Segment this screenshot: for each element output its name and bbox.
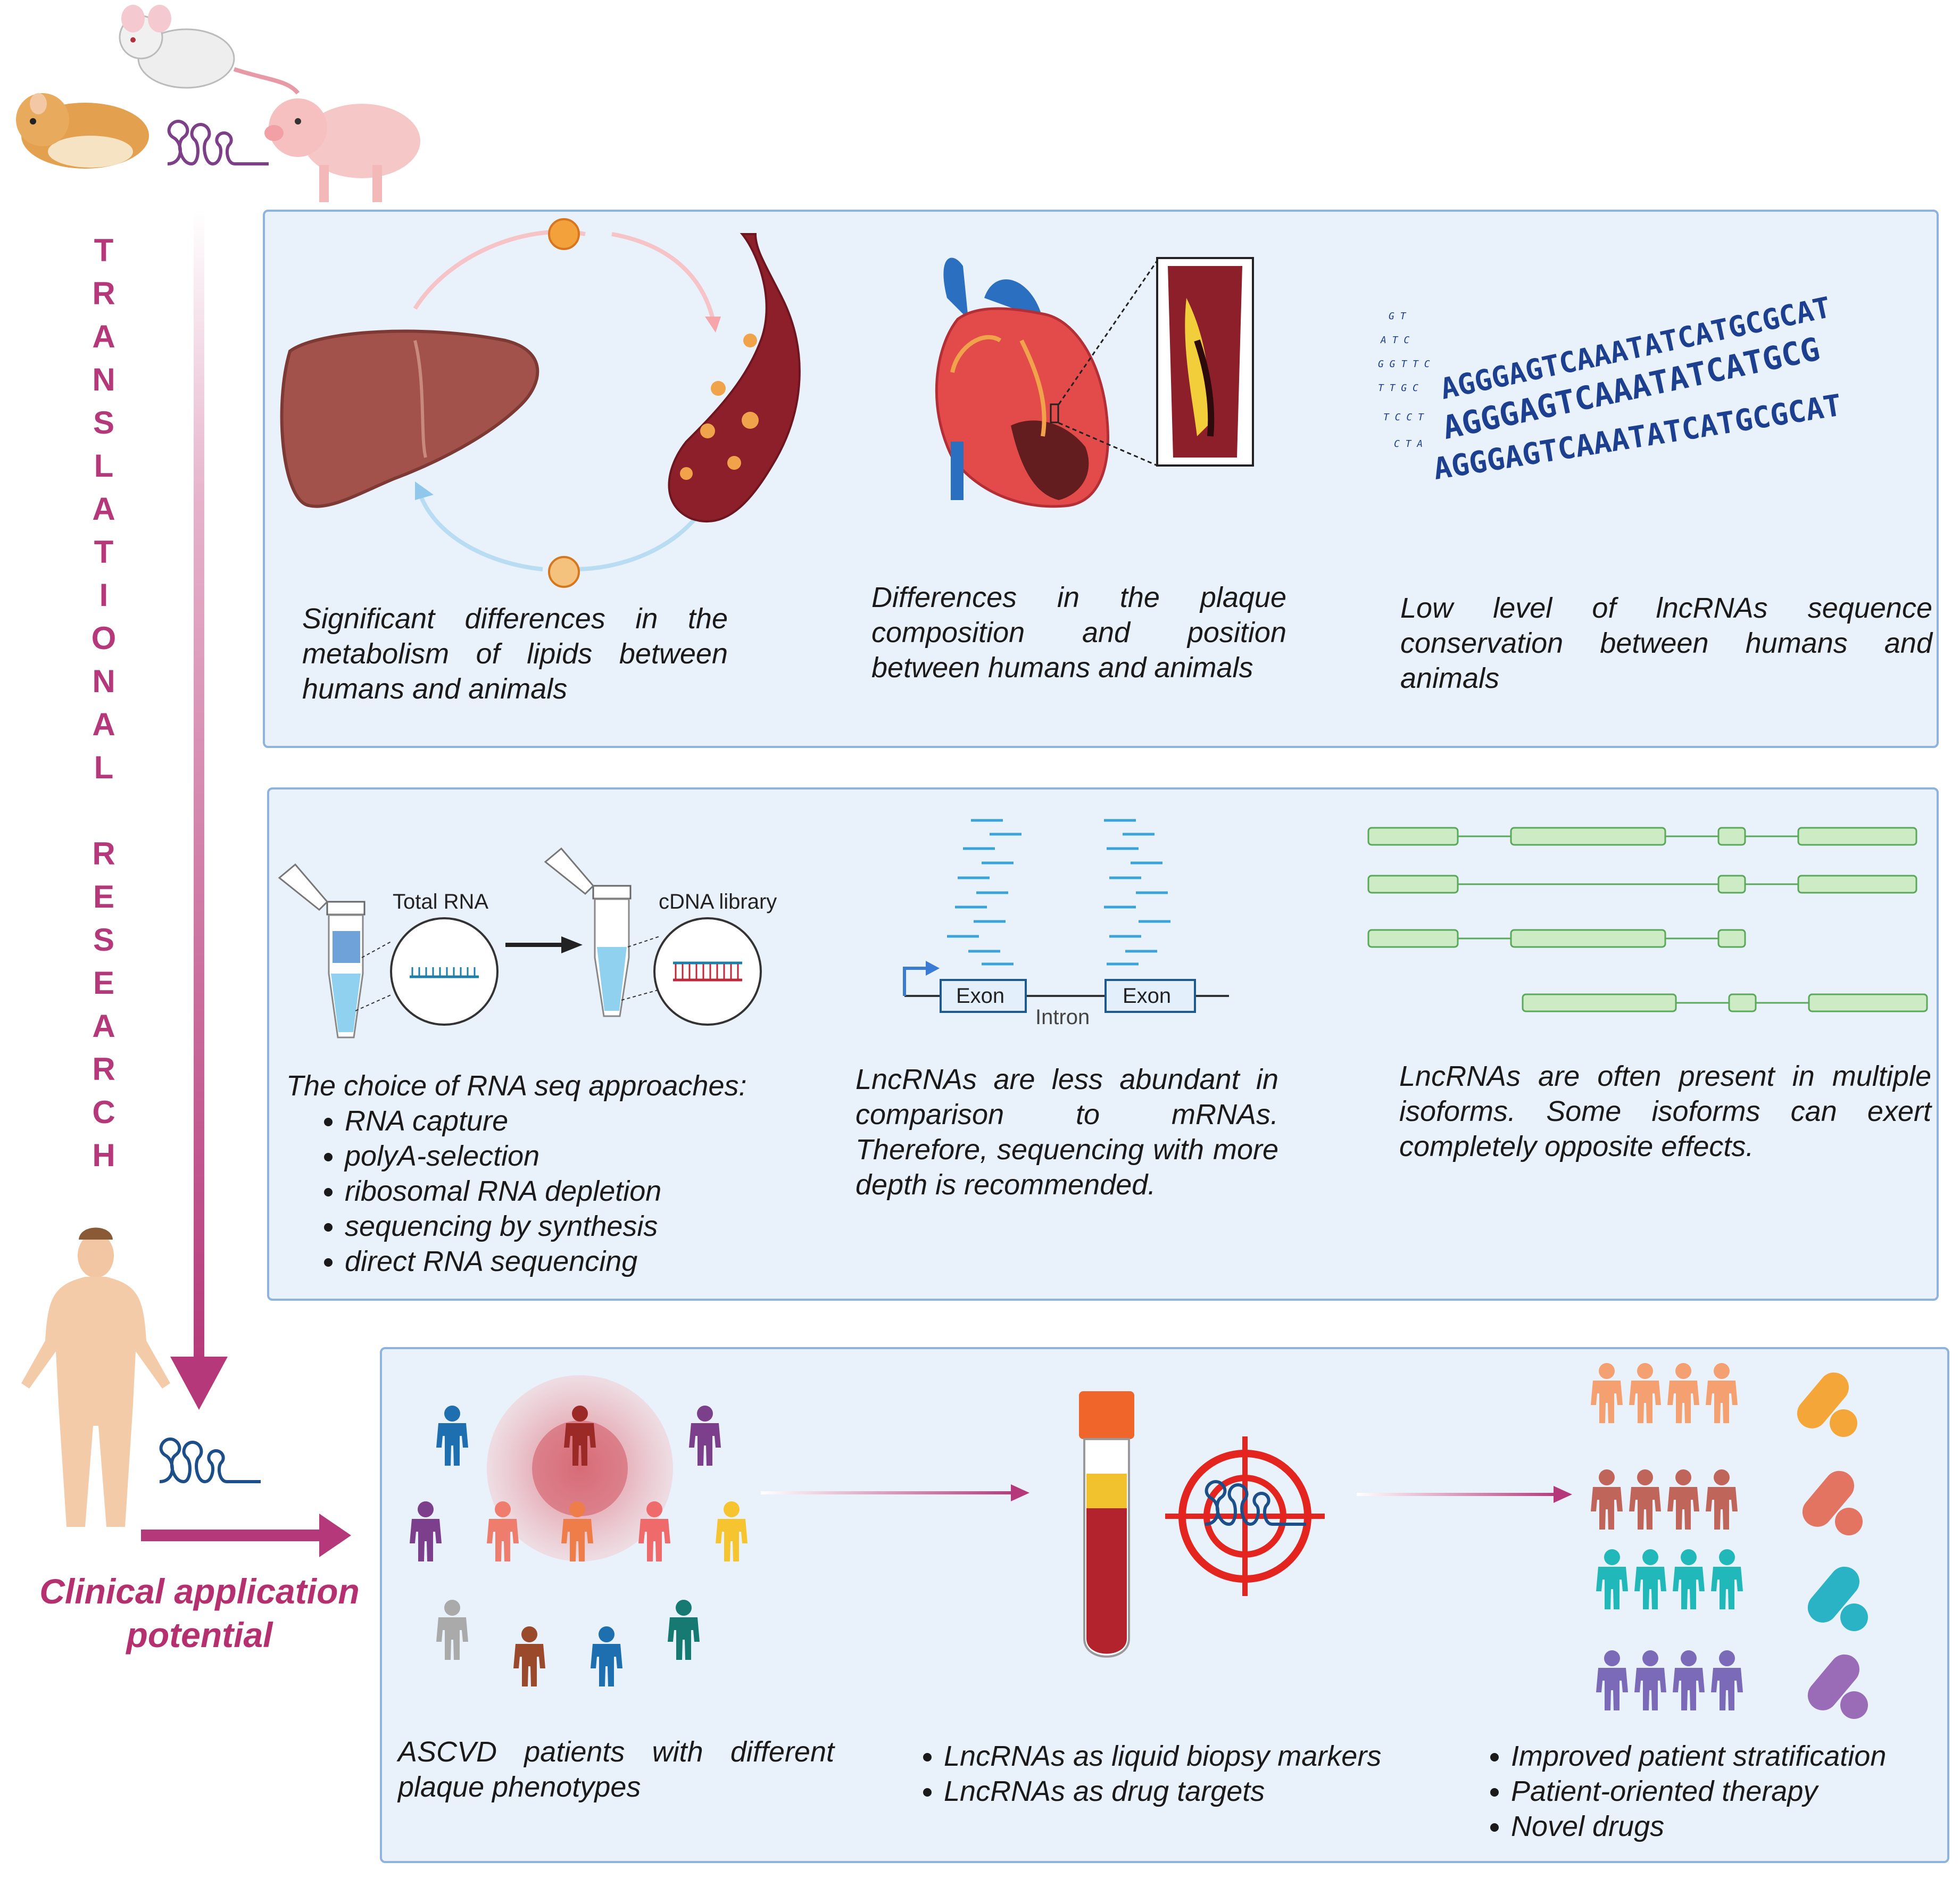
- outcome-item: Novel drugs: [1511, 1809, 1958, 1844]
- svg-text:C T A: C T A: [1394, 438, 1423, 450]
- abundance-caption: LncRNAs are less abundant in comparison …: [856, 1063, 1278, 1201]
- approach-item: direct RNA sequencing: [345, 1244, 808, 1279]
- patient-groups-illustration: [1591, 1363, 1868, 1719]
- patients-illustration: [410, 1375, 748, 1686]
- hamster-icon: [16, 93, 149, 169]
- cdna-library-label: cDNA library: [659, 890, 777, 913]
- approach-item: sequencing by synthesis: [345, 1209, 808, 1244]
- blood-tube-illustration: [1079, 1391, 1134, 1658]
- isoforms-caption: LncRNAs are often present in multiple is…: [1399, 1060, 1931, 1162]
- sequence-conservation-caption: Low level of lncRNAs sequence conservati…: [1400, 592, 1932, 694]
- svg-text:G G T T C: G G T T C: [1378, 359, 1430, 370]
- biopsy-item: LncRNAs as drug targets: [944, 1774, 1474, 1809]
- outcome-item: Improved patient stratification: [1511, 1739, 1958, 1774]
- total-rna-label: Total RNA: [393, 890, 489, 913]
- rna-seq-approaches-title: The choice of RNA seq approaches:: [286, 1070, 747, 1102]
- arrow-biopsy-to-outcomes: [1357, 1486, 1572, 1503]
- clinical-arrow: [141, 1514, 351, 1557]
- rna-seq-approaches: The choice of RNA seq approaches: RNA ca…: [286, 1068, 808, 1279]
- dna-sequence-illustration: G T A T C G G T T C T T G C T C C T C T …: [1378, 311, 1430, 450]
- exon-2-label: Exon: [1123, 984, 1172, 1008]
- svg-text:A T C: A T C: [1380, 335, 1409, 346]
- clinical-application-label: Clinical application potential: [39, 1572, 360, 1655]
- approach-item: polyA-selection: [345, 1139, 808, 1174]
- lipid-metabolism-caption: Significant differences in the metabolis…: [302, 603, 728, 705]
- lipid-cycle-illustration: [280, 218, 801, 588]
- pig-icon: [264, 98, 420, 202]
- exon-read-coverage-illustration: [903, 819, 1229, 1013]
- rna-seq-workflow-illustration: [278, 847, 762, 1038]
- svg-text:T C C T: T C C T: [1383, 412, 1424, 423]
- translational-arrow: [170, 210, 228, 1410]
- outcome-item: Patient-oriented therapy: [1511, 1774, 1958, 1809]
- arrow-patients-to-biopsy: [761, 1484, 1029, 1501]
- mouse-icon: [119, 5, 300, 95]
- human-figure-icon: [21, 1227, 170, 1527]
- lncrna-top-icon: [168, 121, 269, 164]
- heart-plaque-illustration: [935, 257, 1254, 508]
- exon-1-label: Exon: [956, 984, 1005, 1008]
- svg-text:T T G C: T T G C: [1378, 383, 1418, 394]
- intron-label: Intron: [1035, 1006, 1090, 1029]
- approach-item: ribosomal RNA depletion: [345, 1174, 808, 1209]
- plaque-composition-caption: Differences in the plaque composition an…: [871, 581, 1286, 684]
- approach-item: RNA capture: [345, 1103, 808, 1139]
- outcomes-list: Improved patient stratification Patient-…: [1458, 1739, 1958, 1844]
- drug-target-icon: [1165, 1436, 1325, 1596]
- biopsy-item: LncRNAs as liquid biopsy markers: [944, 1739, 1474, 1774]
- ascvd-patients-caption: ASCVD patients with different plaque phe…: [398, 1736, 834, 1803]
- svg-text:G T: G T: [1389, 311, 1407, 322]
- biopsy-drug-target-list: LncRNAs as liquid biopsy markers LncRNAs…: [888, 1739, 1474, 1809]
- lncrna-human-icon: [160, 1439, 261, 1482]
- isoforms-illustration: [1367, 827, 1928, 1012]
